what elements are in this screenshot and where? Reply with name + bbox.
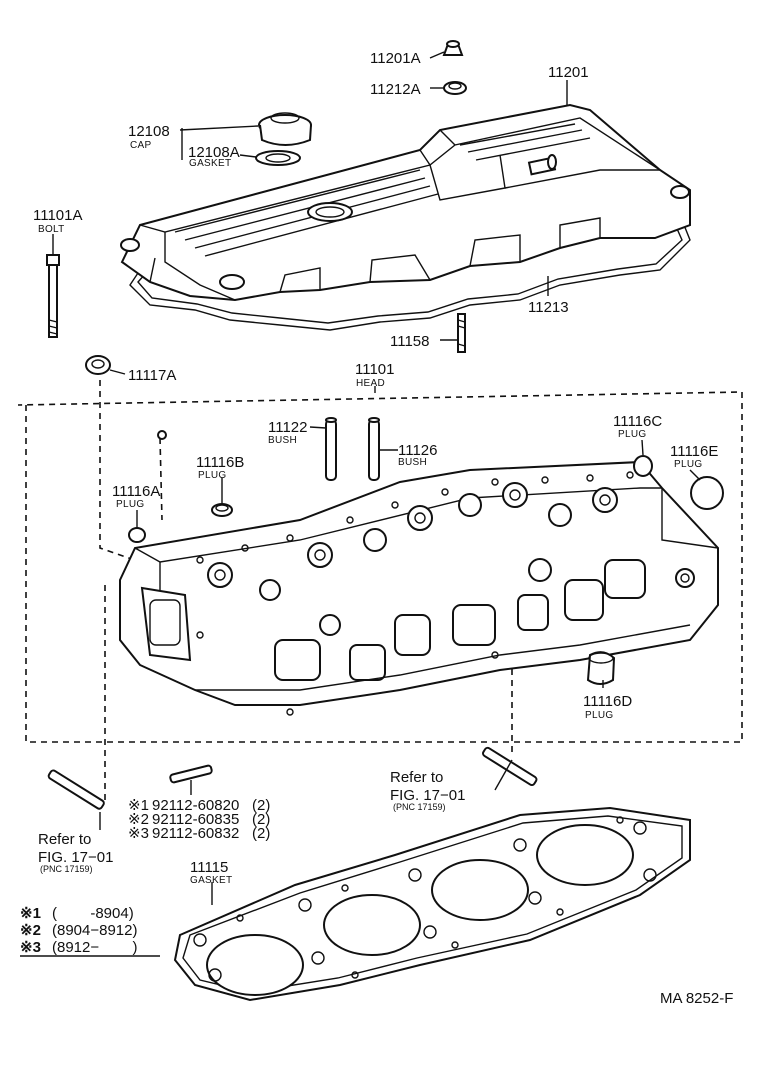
label-11116E-sub: PLUG bbox=[674, 459, 702, 470]
stud-part-3: 92112-60832 bbox=[152, 825, 239, 842]
legend-mark-1: ※1 bbox=[20, 905, 41, 922]
head-gasket bbox=[173, 806, 691, 1002]
label-11116C: 11116C bbox=[613, 413, 662, 430]
head-outline bbox=[17, 380, 743, 805]
label-11116A-sub: PLUG bbox=[116, 499, 144, 510]
legend-mark-2: ※2 bbox=[20, 922, 41, 939]
label-12108A: 12108A bbox=[188, 144, 240, 161]
leader-lines bbox=[20, 51, 701, 957]
label-12108-sub: CAP bbox=[130, 140, 151, 151]
label-11212A: 11212A bbox=[370, 81, 421, 98]
stud-mark-2: ※2 bbox=[128, 811, 149, 828]
refer-right-line2: FIG. 17−01 bbox=[390, 787, 465, 804]
stud-mark-1: ※1 bbox=[128, 797, 149, 814]
label-11116E: 11116E bbox=[670, 443, 718, 460]
legend-mark-3: ※3 bbox=[20, 939, 41, 956]
stud-11158 bbox=[457, 313, 466, 353]
label-11101A: 11101A bbox=[33, 207, 83, 224]
label-11201: 11201 bbox=[548, 64, 589, 81]
label-11126: 11126 bbox=[398, 442, 438, 459]
legend-range-3: (8912− ) bbox=[52, 939, 137, 956]
plug-11117A bbox=[85, 355, 111, 375]
refer-left-pnc: (PNC 17159) bbox=[40, 864, 93, 874]
valve-cover bbox=[120, 40, 691, 331]
bushes bbox=[325, 417, 380, 481]
label-11101: 11101 bbox=[355, 361, 395, 378]
label-11213: 11213 bbox=[528, 299, 569, 316]
stud-qty-3: (2) bbox=[252, 825, 270, 842]
refer-right-pnc: (PNC 17159) bbox=[393, 802, 446, 812]
cylinder-head bbox=[119, 460, 719, 716]
drawing-code: MA 8252-F bbox=[660, 990, 733, 1007]
stud-part-2: 92112-60835 bbox=[152, 811, 239, 828]
label-11115: 11115 bbox=[190, 859, 228, 876]
label-11126-sub: BUSH bbox=[398, 457, 427, 468]
label-11116B: 11116B bbox=[196, 454, 244, 471]
legend-range-2: (8904−8912) bbox=[52, 922, 138, 939]
plugs bbox=[128, 430, 724, 685]
label-11115-sub: GASKET bbox=[190, 875, 232, 886]
refer-right-line1: Refer to bbox=[390, 769, 443, 786]
studs-head bbox=[47, 746, 538, 810]
stud-qty-1: (2) bbox=[252, 797, 270, 814]
legend-range-1: ( -8904) bbox=[52, 905, 134, 922]
stud-part-1: 92112-60820 bbox=[152, 797, 239, 814]
refer-left-line2: FIG. 17−01 bbox=[38, 849, 113, 866]
label-11101-sub: HEAD bbox=[356, 378, 385, 389]
label-11116B-sub: PLUG bbox=[198, 470, 226, 481]
head-bolt bbox=[46, 254, 60, 338]
label-11101A-sub: BOLT bbox=[38, 224, 65, 235]
label-11116D: 11116D bbox=[583, 693, 632, 710]
label-11117A: 11117A bbox=[128, 367, 176, 384]
label-11116D-sub: PLUG bbox=[585, 710, 613, 721]
stud-mark-3: ※3 bbox=[128, 825, 149, 842]
label-11122-sub: BUSH bbox=[268, 435, 297, 446]
label-12108: 12108 bbox=[128, 123, 170, 140]
label-11116C-sub: PLUG bbox=[618, 429, 646, 440]
refer-left-line1: Refer to bbox=[38, 831, 91, 848]
label-11116A: 11116A bbox=[112, 483, 160, 500]
stud-qty-2: (2) bbox=[252, 811, 270, 828]
label-11201A: 11201A bbox=[370, 50, 421, 67]
label-11122: 11122 bbox=[268, 419, 308, 436]
labels: 11201A 11212A 11201 12108 CAP 12108A GAS… bbox=[20, 50, 733, 1007]
label-12108A-sub: GASKET bbox=[189, 158, 231, 169]
label-11158: 11158 bbox=[390, 333, 430, 350]
